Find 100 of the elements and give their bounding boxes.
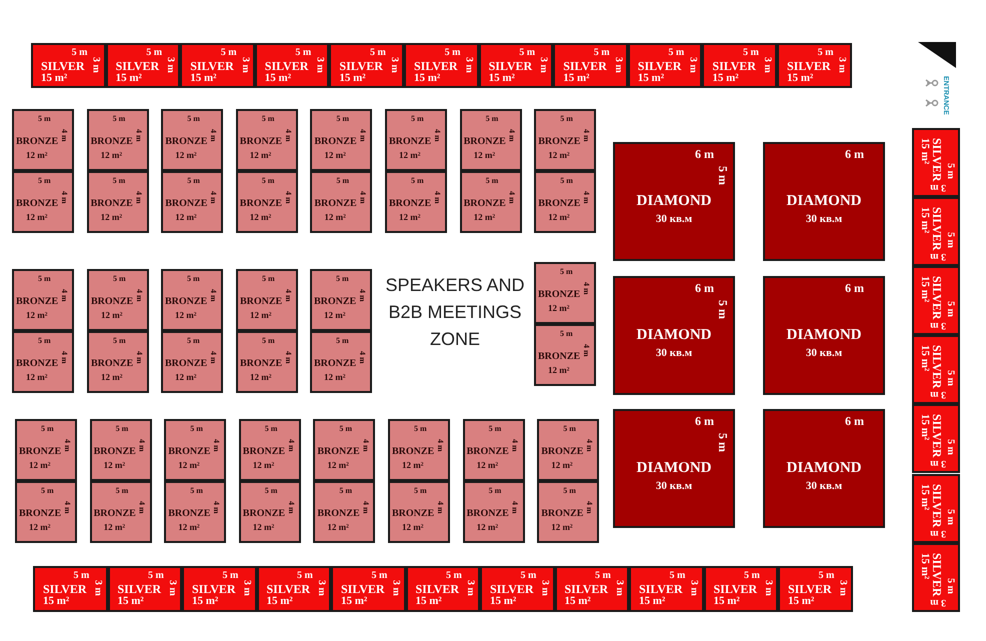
booth-label: BRONZE [240,199,282,209]
dimension-label: 5 m [262,337,275,345]
booth-label: BRONZE [541,509,584,519]
dimension-label: 5 m [41,487,54,495]
dimension-label: 5 m [717,300,729,319]
dimension-label: 4 m [135,289,143,302]
area-label: 12 m² [26,213,48,222]
booth [778,566,852,612]
dimension-label: 5 m [262,177,274,185]
dimension-label: 5 m [945,163,955,179]
booth [534,109,596,171]
dimension-label: 5 m [41,425,54,433]
dimension-label: 4 m [508,129,516,142]
area-label: 15 m² [787,73,814,84]
area-label: 15 m² [116,73,142,84]
booth [236,331,298,393]
booth-label: SILVER [638,60,682,72]
dimension-label: 4 m [209,289,217,302]
area-label: 12 m² [26,311,48,320]
booth-label: BRONZE [392,447,434,457]
booth-label: SILVER [639,583,683,595]
dimension-label: 5 m [668,48,684,58]
dimension-label: 3 m [240,57,250,73]
booth-label: SILVER [788,583,832,595]
area-label: 12 m² [175,151,197,160]
area-label: 15 m² [712,73,739,84]
booth [460,171,522,233]
dimension-label: 5 m [414,425,427,433]
booth [777,43,852,88]
booth [108,566,182,612]
dimension-label: 4 m [212,501,220,514]
area-label: 30 кв.м [804,214,844,225]
dimension-label: 4 m [433,191,441,204]
booth [238,419,301,481]
dimension-label: 3 m [836,57,847,73]
area-label: 15 m² [919,207,930,234]
booth-label: SILVER [564,583,608,595]
dimension-label: 3 m [92,580,102,596]
dimension-label: 4 m [585,501,594,514]
dimension-label: 5 m [339,425,352,433]
dimension-label: 5 m [945,508,955,524]
dimension-label: 3 m [930,389,946,400]
dimension-label: 5 m [370,48,386,58]
dimension-label: 4 m [358,351,366,364]
dimension-label: 5 m [220,48,237,58]
dimension-label: 5 m [670,571,686,581]
dimension-label: 5 m [945,370,955,386]
booth [164,419,226,481]
area-label: 12 m² [548,151,570,160]
dimension-label: 4 m [138,501,146,514]
booth-label: BRONZE [242,447,286,457]
dimension-label: 5 m [594,48,610,58]
area-label: 12 m² [324,311,346,320]
area-label: 15 m² [788,596,814,607]
dimension-label: 5 m [187,337,200,345]
booth [161,331,223,393]
booth [180,43,255,88]
area-label: 12 m² [104,461,126,470]
dimension-label: 5 m [38,177,51,185]
area-label: 12 m² [175,311,196,320]
area-label: 15 m² [919,276,930,302]
dimension-label: 4 m [358,289,366,302]
area-label: 30 кв.м [804,481,844,492]
area-label: 12 m² [178,523,200,532]
dimension-label: 4 m [63,501,71,514]
dimension-label: 4 m [284,129,292,142]
dimension-label: 4 m [582,129,590,142]
booth-label: DIAMOND [636,194,712,209]
booth [236,269,298,331]
booth-label: BRONZE [90,199,133,209]
dimension-label: 5 m [560,115,573,123]
dimension-label: 4 m [358,129,366,142]
dimension-label: 3 m [464,57,474,73]
dimension-label: 5 m [113,337,126,345]
dimension-label: 3 m [763,580,773,596]
booth-label: SILVER [41,60,85,72]
dimension-label: 3 m [838,580,848,596]
dimension-label: 6 m [845,415,864,427]
dimension-label: 5 m [560,268,573,276]
dimension-label: 4 m [60,351,68,364]
area-label: 12 m² [327,461,349,470]
booth-label: BRONZE [464,137,506,147]
booth [310,109,372,171]
dimension-label: 4 m [358,191,366,204]
booth [613,276,735,395]
dimension-label: 5 m [945,232,955,248]
booth [385,171,447,233]
dimension-label: 3 m [538,57,548,73]
booth [310,269,372,331]
booth-label: BRONZE [242,509,286,519]
booth [702,43,777,88]
booth [313,419,376,481]
booth [534,171,596,233]
dimension-label: 4 m [433,129,441,142]
booth [15,481,77,543]
dimension-label: 5 m [74,571,90,581]
booth-label: BRONZE [168,509,210,519]
booth [462,419,525,481]
dimension-label: 5 m [112,115,126,123]
booth-label: BRONZE [168,447,210,457]
